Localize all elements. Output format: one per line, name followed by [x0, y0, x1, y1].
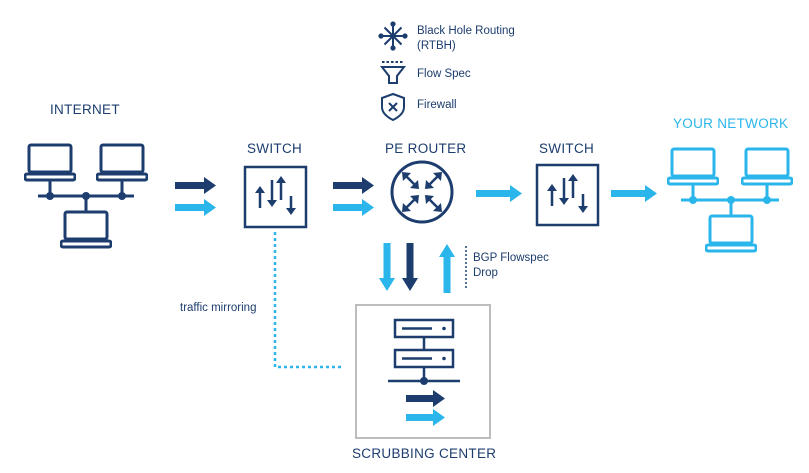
- your-network-label: YOUR NETWORK: [673, 116, 789, 131]
- laptop-icon: [705, 214, 757, 253]
- legend-rtbh: Black Hole Routing (RTBH): [417, 24, 515, 54]
- arrow-internet-to-switch-dark: [175, 177, 216, 194]
- pe-router-label: PE ROUTER: [385, 141, 467, 156]
- switch-right-icon: [535, 163, 600, 227]
- arrow-scrubbing-to-router-light: [439, 244, 455, 293]
- bgp-flowspec-line2: Drop: [473, 267, 498, 279]
- switch-left-label: SWITCH: [247, 141, 303, 156]
- arrow-switch-to-router-dark: [333, 177, 374, 194]
- scrubbing-center-label: SCRUBBING CENTER: [352, 446, 497, 461]
- internet-network: [24, 143, 148, 249]
- arrow-scrubbed-light: [406, 409, 445, 426]
- laptop-icon: [24, 143, 76, 182]
- pe-router-icon: [390, 160, 454, 224]
- arrow-scrubbed-dark: [406, 390, 445, 407]
- laptop-icon: [667, 147, 719, 186]
- arrow-router-to-scrubbing-light: [379, 243, 395, 291]
- legend-firewall: Firewall: [417, 99, 457, 111]
- legend-rtbh-line1: Black Hole Routing: [417, 25, 515, 37]
- server-node-dot: [420, 377, 428, 385]
- traffic-mirroring-path: [273, 232, 343, 369]
- arrow-router-to-switch-light: [476, 185, 522, 202]
- switch-left-icon: [243, 165, 308, 229]
- your-network: [667, 147, 793, 253]
- arrow-switch-to-router-light: [333, 199, 374, 216]
- legend-flowspec: Flow Spec: [417, 68, 471, 80]
- traffic-mirroring-label: traffic mirroring: [180, 302, 257, 314]
- arrow-switch-to-network-light: [611, 185, 657, 202]
- laptop-icon: [60, 210, 112, 249]
- flowspec-icon: [379, 61, 407, 84]
- laptop-icon: [741, 147, 793, 186]
- arrow-internet-to-switch-light: [175, 199, 216, 216]
- laptop-icon: [96, 143, 148, 182]
- arrow-router-to-scrubbing-dark: [402, 243, 418, 291]
- internet-label: INTERNET: [50, 102, 120, 117]
- bgp-flowspec-line1: BGP Flowspec: [473, 252, 549, 264]
- rtbh-icon: [378, 21, 408, 51]
- firewall-icon: [381, 92, 405, 122]
- switch-right-label: SWITCH: [539, 141, 595, 156]
- legend-rtbh-line2: (RTBH): [417, 40, 456, 52]
- bgp-flowspec-label: BGP Flowspec Drop: [473, 251, 549, 281]
